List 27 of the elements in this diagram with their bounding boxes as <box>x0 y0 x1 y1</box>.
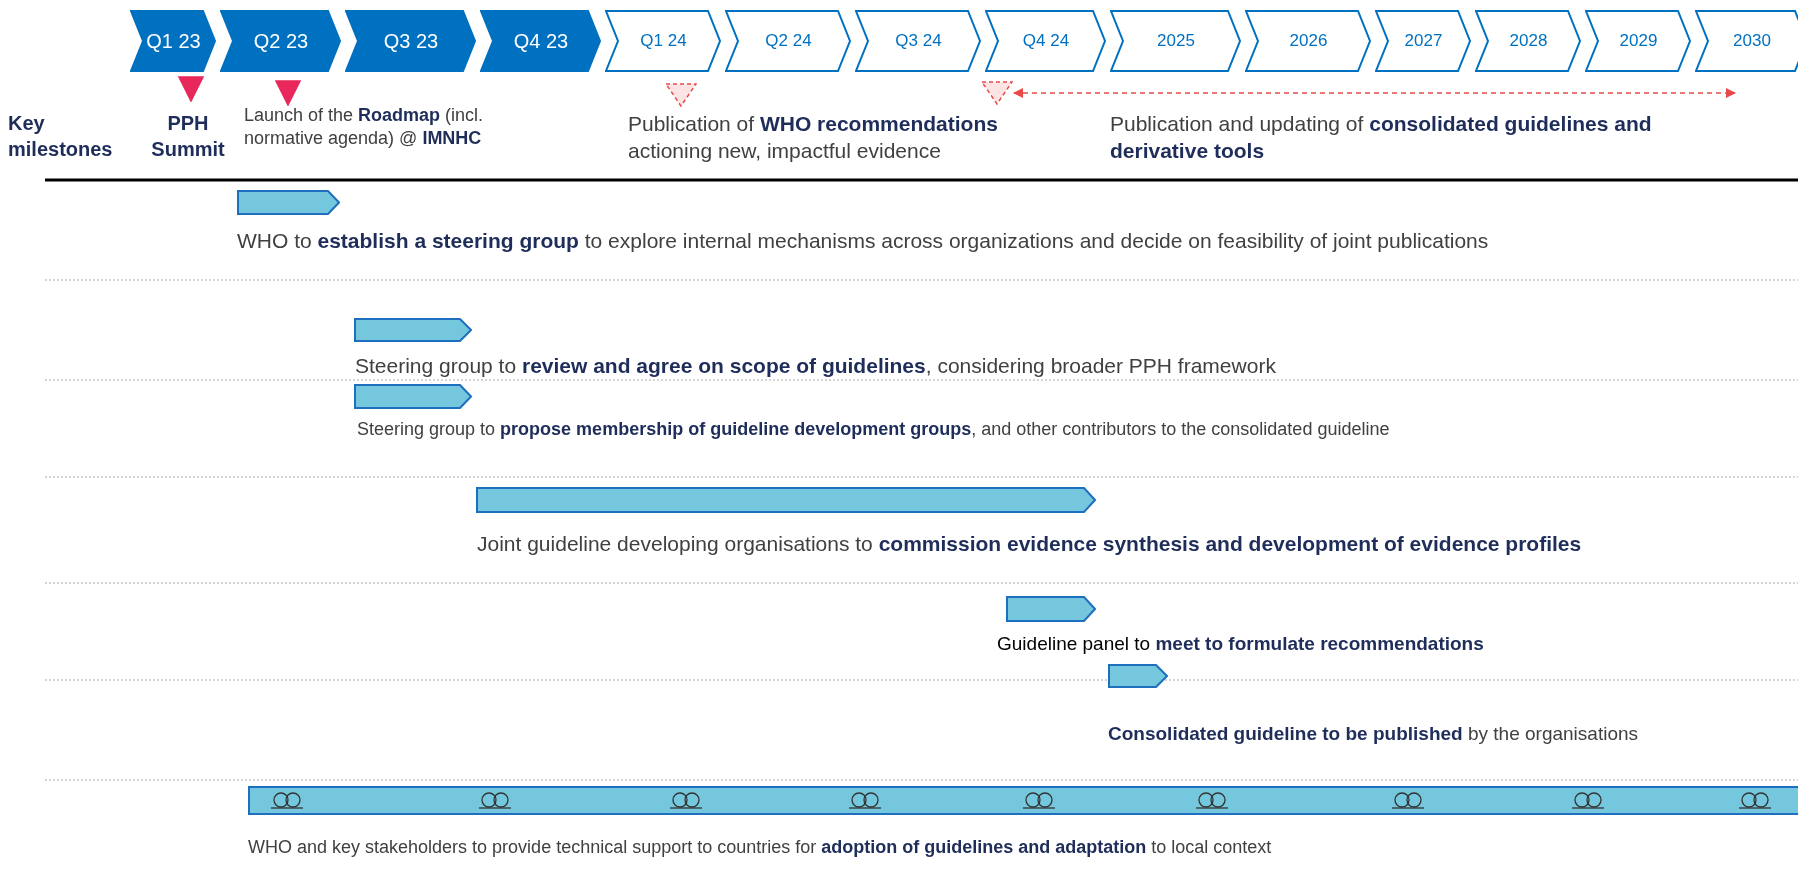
timeline-period-tab: Q2 23 <box>220 10 342 72</box>
task-description: Steering group to review and agree on scope of guidelines, considering broader PPH framework <box>355 353 1276 379</box>
timeline-period-tab: Q4 24 <box>985 10 1107 72</box>
timeline-period-tab: 2030 <box>1695 10 1798 72</box>
task-description: Consolidated guideline to be published by the organisations <box>1108 722 1639 746</box>
row-heading: Key milestones <box>8 111 114 162</box>
milestone-label: Launch of the Roadmap (incl. normative agenda) @ IMNHC <box>244 104 485 151</box>
timeline-period-tab: 2026 <box>1245 10 1372 72</box>
dashed-arrow <box>1013 88 1736 98</box>
task-description: WHO to establish a steering group to explore internal mechanisms across organizations and decide on feasibility of joint publications <box>237 228 1489 254</box>
timeline-period-tab: Q2 24 <box>725 10 852 72</box>
task-description: Joint guideline developing organisations to commission evidence synthesis and development of evidence profiles <box>477 531 1582 557</box>
timeline-period-tab: Q3 24 <box>855 10 982 72</box>
timeline-period-tab: 2028 <box>1475 10 1582 72</box>
timeline-period-tab: Q3 23 <box>345 10 477 72</box>
timeline-period-tab: Q4 23 <box>480 10 602 72</box>
timeline-period-tab: 2027 <box>1375 10 1472 72</box>
milestone-label: Publication and updating of consolidated guidelines and derivative tools <box>1110 111 1653 165</box>
milestone-label: PPH Summit <box>150 111 226 162</box>
task-description: WHO and key stakeholders to provide technical support to countries for adoption of guidelines and adaptation to local context <box>248 836 1272 859</box>
timeline-period-tab: Q1 23 <box>130 10 217 72</box>
task-description: Guideline panel to meet to formulate recommendations <box>997 632 1484 656</box>
timeline-period-tab: 2029 <box>1585 10 1692 72</box>
timeline-period-tab: 2025 <box>1110 10 1242 72</box>
task-description: Steering group to propose membership of guideline development groups, and other contributors to the consolidated guideline <box>357 418 1390 441</box>
milestone-label: Publication of WHO recommendations actioning new, impactful evidence <box>628 111 999 165</box>
timeline-period-tab: Q1 24 <box>605 10 722 72</box>
